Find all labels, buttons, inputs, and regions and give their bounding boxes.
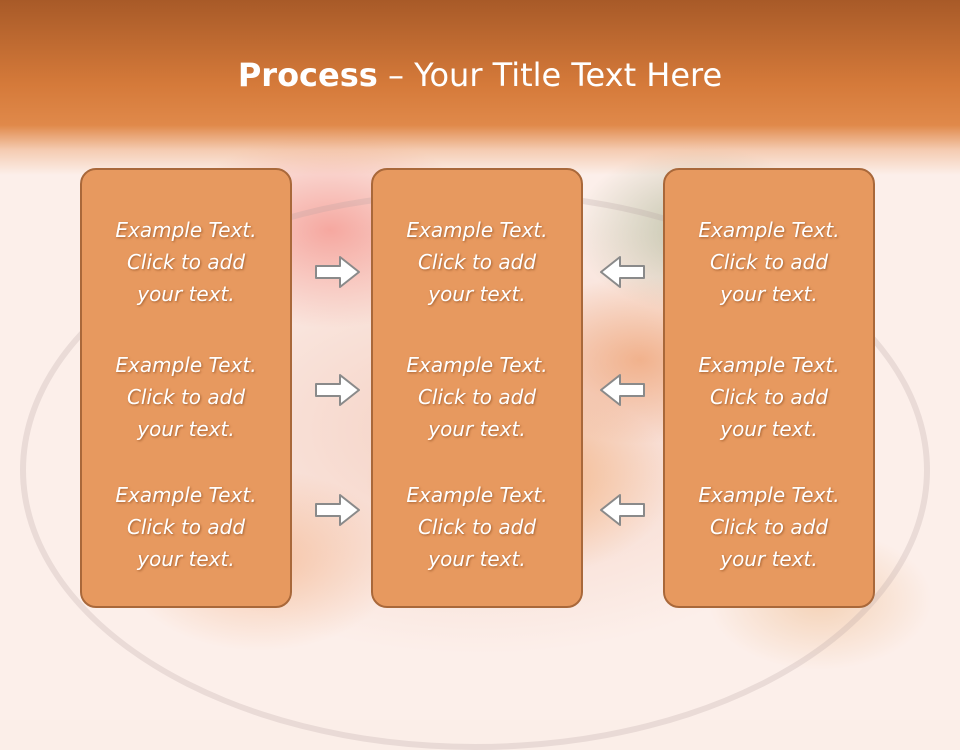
title-bar (0, 0, 960, 175)
box-text[interactable]: Example Text. Click to add your text. (115, 483, 257, 571)
arrow-right-icon (315, 256, 360, 288)
box-text[interactable]: Example Text. Click to add your text. (115, 353, 257, 441)
process-box-right[interactable]: Example Text. Click to add your text. Ex… (663, 168, 875, 608)
box-text[interactable]: Example Text. Click to add your text. (698, 483, 840, 571)
arrow-left-icon (600, 374, 645, 406)
slide-title[interactable]: Process – Your Title Text Here (0, 55, 960, 95)
arrow-left-icon (600, 494, 645, 526)
title-bold: Process (237, 56, 378, 94)
arrow-left-icon (600, 256, 645, 288)
box-text[interactable]: Example Text. Click to add your text. (406, 353, 548, 441)
box-text[interactable]: Example Text. Click to add your text. (406, 218, 548, 306)
title-rest: Your Title Text Here (414, 56, 723, 94)
title-separator: – (377, 56, 415, 94)
process-box-left[interactable]: Example Text. Click to add your text. Ex… (80, 168, 292, 608)
box-text[interactable]: Example Text. Click to add your text. (698, 353, 840, 441)
process-box-center[interactable]: Example Text. Click to add your text. Ex… (371, 168, 583, 608)
box-text[interactable]: Example Text. Click to add your text. (698, 218, 840, 306)
box-text[interactable]: Example Text. Click to add your text. (115, 218, 257, 306)
arrow-right-icon (315, 494, 360, 526)
box-text[interactable]: Example Text. Click to add your text. (406, 483, 548, 571)
arrow-right-icon (315, 374, 360, 406)
